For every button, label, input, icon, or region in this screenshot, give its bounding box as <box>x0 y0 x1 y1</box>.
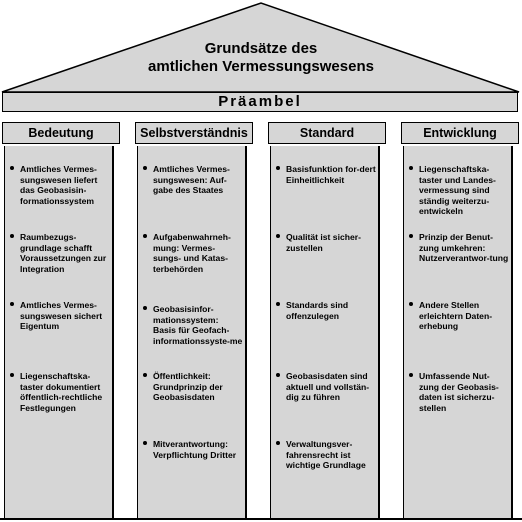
preamble-bar: Präambel <box>2 92 518 112</box>
bullet-icon <box>276 373 280 377</box>
bullet-icon <box>143 373 147 377</box>
pillar-heading: Selbstverständnis <box>135 122 253 144</box>
pillar-body <box>403 146 513 520</box>
bullet-icon <box>276 166 280 170</box>
bullet-icon <box>409 302 413 306</box>
pillar-heading: Bedeutung <box>2 122 120 144</box>
bullet-icon <box>10 302 14 306</box>
list-item: Basisfunktion for-dert Einheitlichkeit <box>276 164 376 185</box>
list-item: Aufgabenwahrneh-mung: Vermes-sungs- und … <box>143 232 243 274</box>
list-item: Standards sind offenzulegen <box>276 300 376 321</box>
pillar-body <box>4 146 114 520</box>
bullet-icon <box>143 166 147 170</box>
list-item: Amtliches Vermes-sungswesen liefert das … <box>10 164 110 206</box>
bullet-icon <box>276 302 280 306</box>
list-item: Mitverantwortung: Verpflichtung Dritter <box>143 439 243 460</box>
list-item: Amtliches Vermes-sungswesen: Auf-gabe de… <box>143 164 243 196</box>
list-item-text: Amtliches Vermes-sungswesen sichert Eige… <box>20 300 103 332</box>
list-item-text: Amtliches Vermes-sungswesen: Auf-gabe de… <box>153 164 230 196</box>
list-item: Verwaltungsver-fahrensrecht ist wichtige… <box>276 439 376 471</box>
list-item-text: Geobasisinfor-mationssystem: Basis für G… <box>153 304 243 346</box>
list-item-text: Andere Stellen erleichtern Daten-erhebun… <box>419 300 493 332</box>
list-item: Öffentlichkeit: Grundprinzip der Geobasi… <box>143 371 243 403</box>
list-item-text: Aufgabenwahrneh-mung: Vermes-sungs- und … <box>153 232 231 274</box>
list-item-text: Geobasisdaten sind aktuell und vollstän-… <box>286 371 370 403</box>
list-item-text: Amtliches Vermes-sungswesen liefert das … <box>20 164 98 206</box>
list-item: Geobasisdaten sind aktuell und vollstän-… <box>276 371 376 403</box>
bullet-icon <box>409 166 413 170</box>
list-item: Geobasisinfor-mationssystem: Basis für G… <box>143 304 243 346</box>
list-item-text: Prinzip der Benut-zung umkehren: Nutzerv… <box>419 232 509 264</box>
list-item: Liegenschaftska-taster dokumentiert öffe… <box>10 371 110 413</box>
list-item-text: Umfassende Nut-zung der Geobasis-daten i… <box>419 371 499 413</box>
list-item: Amtliches Vermes-sungswesen sichert Eige… <box>10 300 110 332</box>
bullet-icon <box>10 166 14 170</box>
bullet-icon <box>276 441 280 445</box>
list-item: Prinzip der Benut-zung umkehren: Nutzerv… <box>409 232 509 264</box>
list-item-text: Liegenschaftska-taster dokumentiert öffe… <box>20 371 103 413</box>
bullet-icon <box>143 306 147 310</box>
bullet-icon <box>409 234 413 238</box>
list-item: Andere Stellen erleichtern Daten-erhebun… <box>409 300 509 332</box>
pillar-body <box>137 146 247 520</box>
list-item-text: Standards sind offenzulegen <box>286 300 349 321</box>
pillar-heading: Entwicklung <box>401 122 519 144</box>
list-item: Liegenschaftska-taster und Landes-vermes… <box>409 164 509 217</box>
list-item-text: Öffentlichkeit: Grundprinzip der Geobasi… <box>153 371 223 403</box>
list-item-text: Liegenschaftska-taster und Landes-vermes… <box>419 164 496 217</box>
bullet-icon <box>143 234 147 238</box>
list-item: Raumbezugs-grundlage schafft Voraussetzu… <box>10 232 110 274</box>
bullet-icon <box>276 234 280 238</box>
list-item-text: Qualität ist sicher-zustellen <box>286 232 361 253</box>
list-item-text: Raumbezugs-grundlage schafft Voraussetzu… <box>20 232 107 274</box>
roof-title-line-1: Grundsätze des <box>204 40 318 57</box>
list-item-text: Basisfunktion for-dert Einheitlichkeit <box>286 164 376 185</box>
roof-title-line-2: amtlichen Vermessungswesens <box>148 58 374 75</box>
list-item: Qualität ist sicher-zustellen <box>276 232 376 253</box>
pillar-heading: Standard <box>268 122 386 144</box>
list-item-text: Verwaltungsver-fahrensrecht ist wichtige… <box>286 439 366 471</box>
base-line <box>0 518 522 520</box>
list-item-text: Mitverantwortung: Verpflichtung Dritter <box>153 439 237 460</box>
bullet-icon <box>10 234 14 238</box>
pillar-body <box>270 146 380 520</box>
list-item: Umfassende Nut-zung der Geobasis-daten i… <box>409 371 509 413</box>
bullet-icon <box>10 373 14 377</box>
bullet-icon <box>409 373 413 377</box>
bullet-icon <box>143 441 147 445</box>
